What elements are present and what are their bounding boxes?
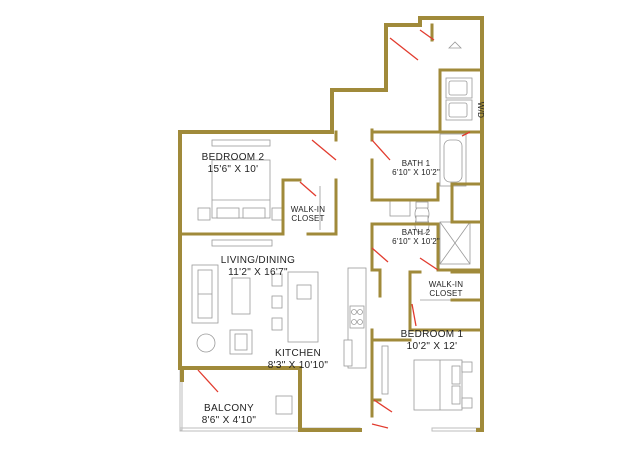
- bedroom1-dims: 10'2" X 12': [407, 341, 458, 352]
- kitchen-dims: 8'3" X 10'10": [268, 360, 329, 371]
- washer-dryer: [445, 77, 473, 121]
- balcony-dims: 8'6" X 4'10": [202, 415, 257, 426]
- closet-b-door[interactable]: [411, 303, 417, 327]
- living-name: LIVING/DINING: [221, 255, 295, 266]
- bedroom1-bottom-door[interactable]: [371, 423, 389, 429]
- bedroom1-window: [431, 427, 481, 432]
- bedroom2-name: BEDROOM 2: [202, 152, 265, 163]
- balcony-planter: [275, 395, 293, 415]
- doors: [197, 29, 471, 429]
- bedroom1-door[interactable]: [373, 399, 393, 413]
- bath2-name: BATH 2: [402, 228, 431, 237]
- walls: [178, 16, 484, 432]
- bedroom2-dims: 15'6" X 10': [208, 164, 259, 175]
- closet-b-walls: [408, 270, 484, 332]
- laundry-door[interactable]: [461, 131, 471, 137]
- closet-a-sub: CLOSET: [291, 214, 324, 223]
- coat-hook: [448, 41, 462, 49]
- closet-a-name: WALK-IN: [291, 205, 325, 214]
- armchair: [229, 329, 253, 355]
- bath1-door[interactable]: [371, 139, 391, 161]
- laundry-walls: [438, 68, 484, 132]
- closet-a-door[interactable]: [299, 181, 317, 197]
- balcony-door[interactable]: [197, 369, 219, 393]
- bedroom2-bed: [197, 139, 285, 221]
- living-dims: 11'2" X 16'7": [228, 267, 288, 278]
- bedroom1-bed: [381, 345, 473, 411]
- kitchen-name: KITCHEN: [275, 348, 321, 359]
- side-table: [196, 333, 216, 353]
- bath2-fixtures: [414, 215, 471, 265]
- bath2-dims: 6'10" X 10'2": [392, 237, 440, 246]
- tv-console: [211, 239, 273, 247]
- entry-door[interactable]: [389, 37, 419, 61]
- room-labels: BEDROOM 2 15'6" X 10' WALK-IN CLOSET LIV…: [202, 102, 485, 426]
- bath2-door[interactable]: [371, 247, 389, 263]
- bedroom1-name: BEDROOM 1: [401, 329, 464, 340]
- bath1-dims: 6'10" X 10'2": [392, 168, 440, 177]
- wd-label: W/D: [476, 102, 485, 118]
- bath1-name: BATH 1: [402, 159, 431, 168]
- closet-b-sub: CLOSET: [429, 289, 462, 298]
- balcony-name: BALCONY: [204, 403, 254, 414]
- corridor-wall: [370, 128, 382, 418]
- closet-a-wall: [281, 178, 302, 236]
- kitchen-counter: [343, 267, 367, 369]
- balcony-wall: [180, 366, 302, 432]
- fixtures: [191, 41, 473, 415]
- bath2-inner-door[interactable]: [419, 257, 439, 271]
- sofa: [191, 264, 219, 324]
- closet-b-name: WALK-IN: [429, 280, 463, 289]
- bath1-fixtures: [389, 133, 467, 224]
- coffee-table: [231, 277, 251, 315]
- bedroom2-door[interactable]: [311, 139, 337, 161]
- entry-closet-door[interactable]: [419, 29, 435, 41]
- kitchen-island: [271, 271, 319, 343]
